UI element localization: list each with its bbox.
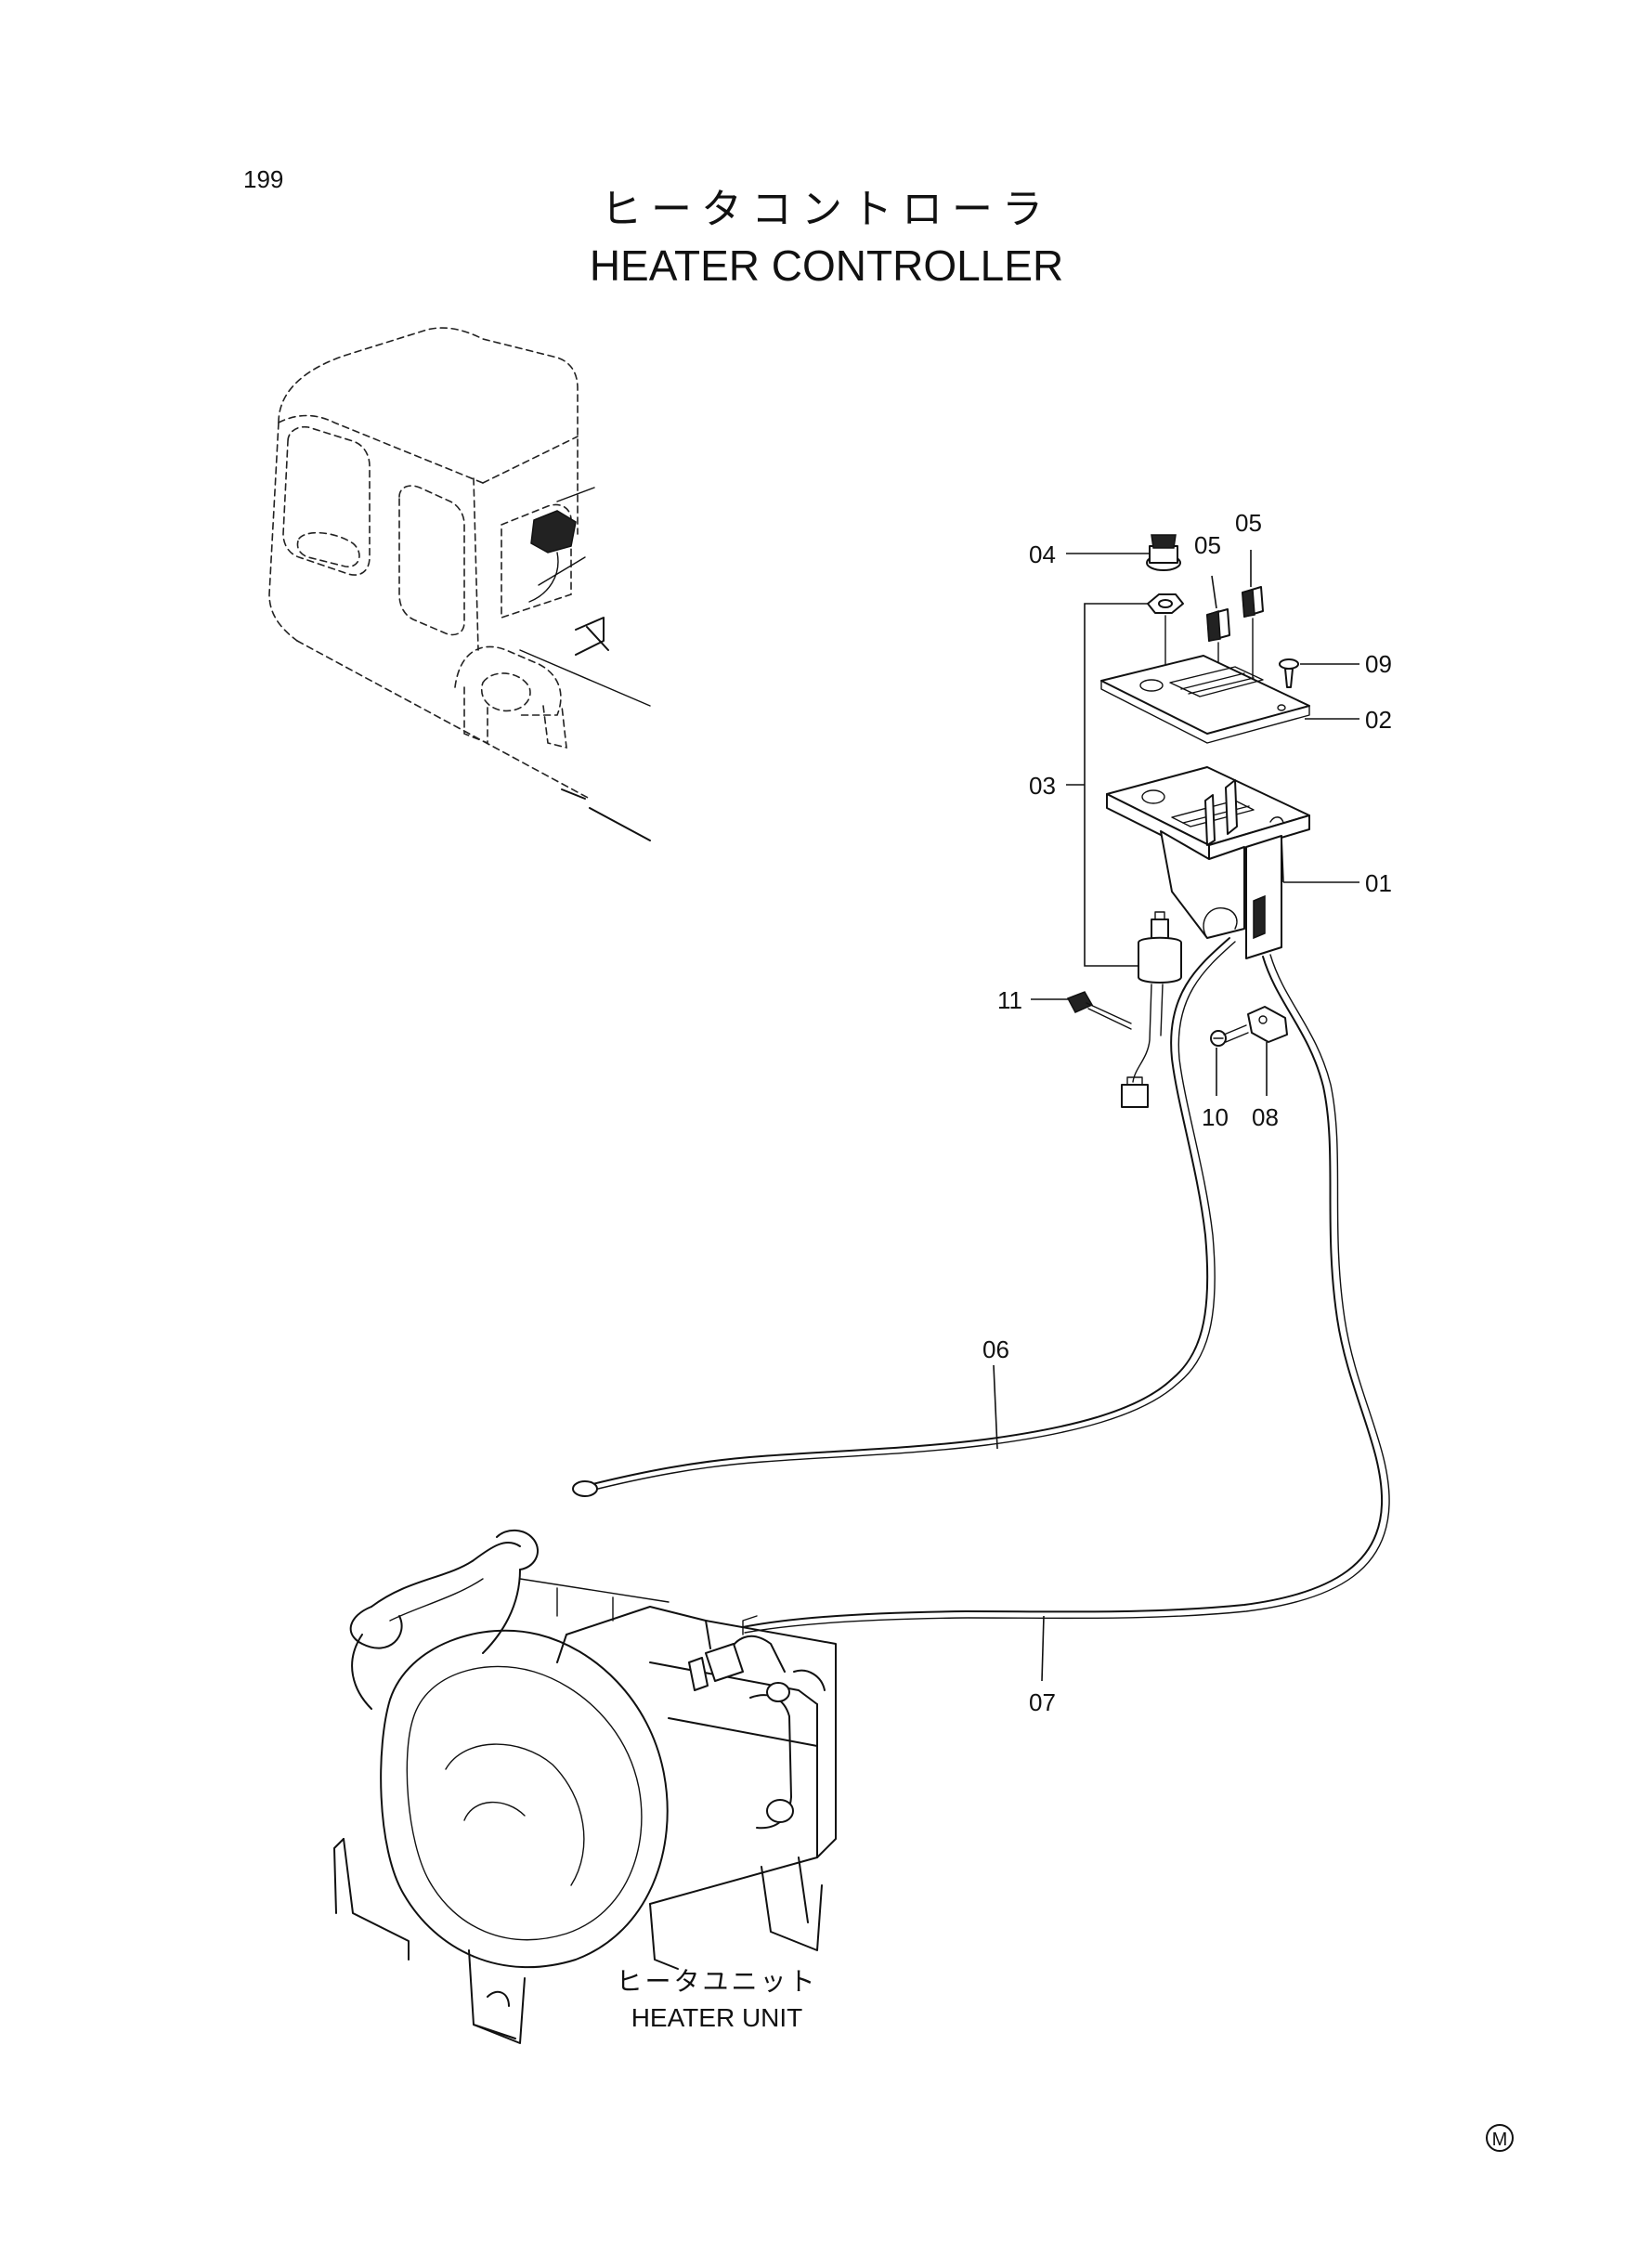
controller-location-marker bbox=[530, 510, 577, 554]
callout-03: 03 bbox=[1029, 772, 1056, 800]
clip-part-08 bbox=[1247, 1006, 1288, 1043]
callout-09: 09 bbox=[1365, 650, 1392, 678]
callout-02: 02 bbox=[1365, 706, 1392, 734]
title-english: HEATER CONTROLLER bbox=[590, 241, 1063, 290]
slide-knob-part-05a bbox=[1206, 608, 1230, 693]
knob-part-04 bbox=[1146, 534, 1181, 571]
circled-m-mark: M bbox=[1486, 2124, 1514, 2152]
callout-labels: 04 05 05 09 02 03 01 11 10 08 06 07 bbox=[982, 509, 1392, 1716]
heater-unit-illustration bbox=[333, 1529, 837, 2044]
cab-overview-illustration bbox=[268, 327, 651, 841]
callout-06: 06 bbox=[982, 1335, 1009, 1363]
leader-lines bbox=[993, 550, 1359, 1682]
page-number: 199 bbox=[243, 165, 283, 193]
callout-04: 04 bbox=[1029, 541, 1056, 568]
title-japanese: ヒータコントローラ bbox=[601, 186, 1052, 233]
callout-11: 11 bbox=[997, 986, 1022, 1014]
callout-07: 07 bbox=[1029, 1688, 1056, 1716]
callout-01: 01 bbox=[1365, 869, 1392, 897]
heater-unit-label-japanese: ヒータユニット bbox=[616, 1966, 817, 1997]
heater-unit-label-english: HEATER UNIT bbox=[631, 2003, 803, 2032]
bracket-part-01 bbox=[1106, 766, 1310, 959]
callout-08: 08 bbox=[1252, 1103, 1279, 1131]
footer-mark-letter: M bbox=[1492, 2130, 1508, 2150]
callout-05-left: 05 bbox=[1194, 531, 1221, 559]
callout-10: 10 bbox=[1202, 1103, 1229, 1131]
cable-06 bbox=[572, 937, 1236, 1497]
cable-tie-part-11 bbox=[1066, 991, 1132, 1030]
slide-knob-part-05b bbox=[1242, 586, 1264, 684]
screw-part-10 bbox=[1210, 1024, 1249, 1047]
plate-part-02 bbox=[1100, 655, 1310, 744]
switch-part-03 bbox=[1121, 911, 1182, 1108]
controller-assembly bbox=[1066, 534, 1310, 1108]
nut-part-03 bbox=[1147, 593, 1184, 679]
screw-part-09 bbox=[1279, 658, 1299, 688]
cable-07 bbox=[742, 954, 1390, 1634]
callout-05-right: 05 bbox=[1235, 509, 1262, 537]
